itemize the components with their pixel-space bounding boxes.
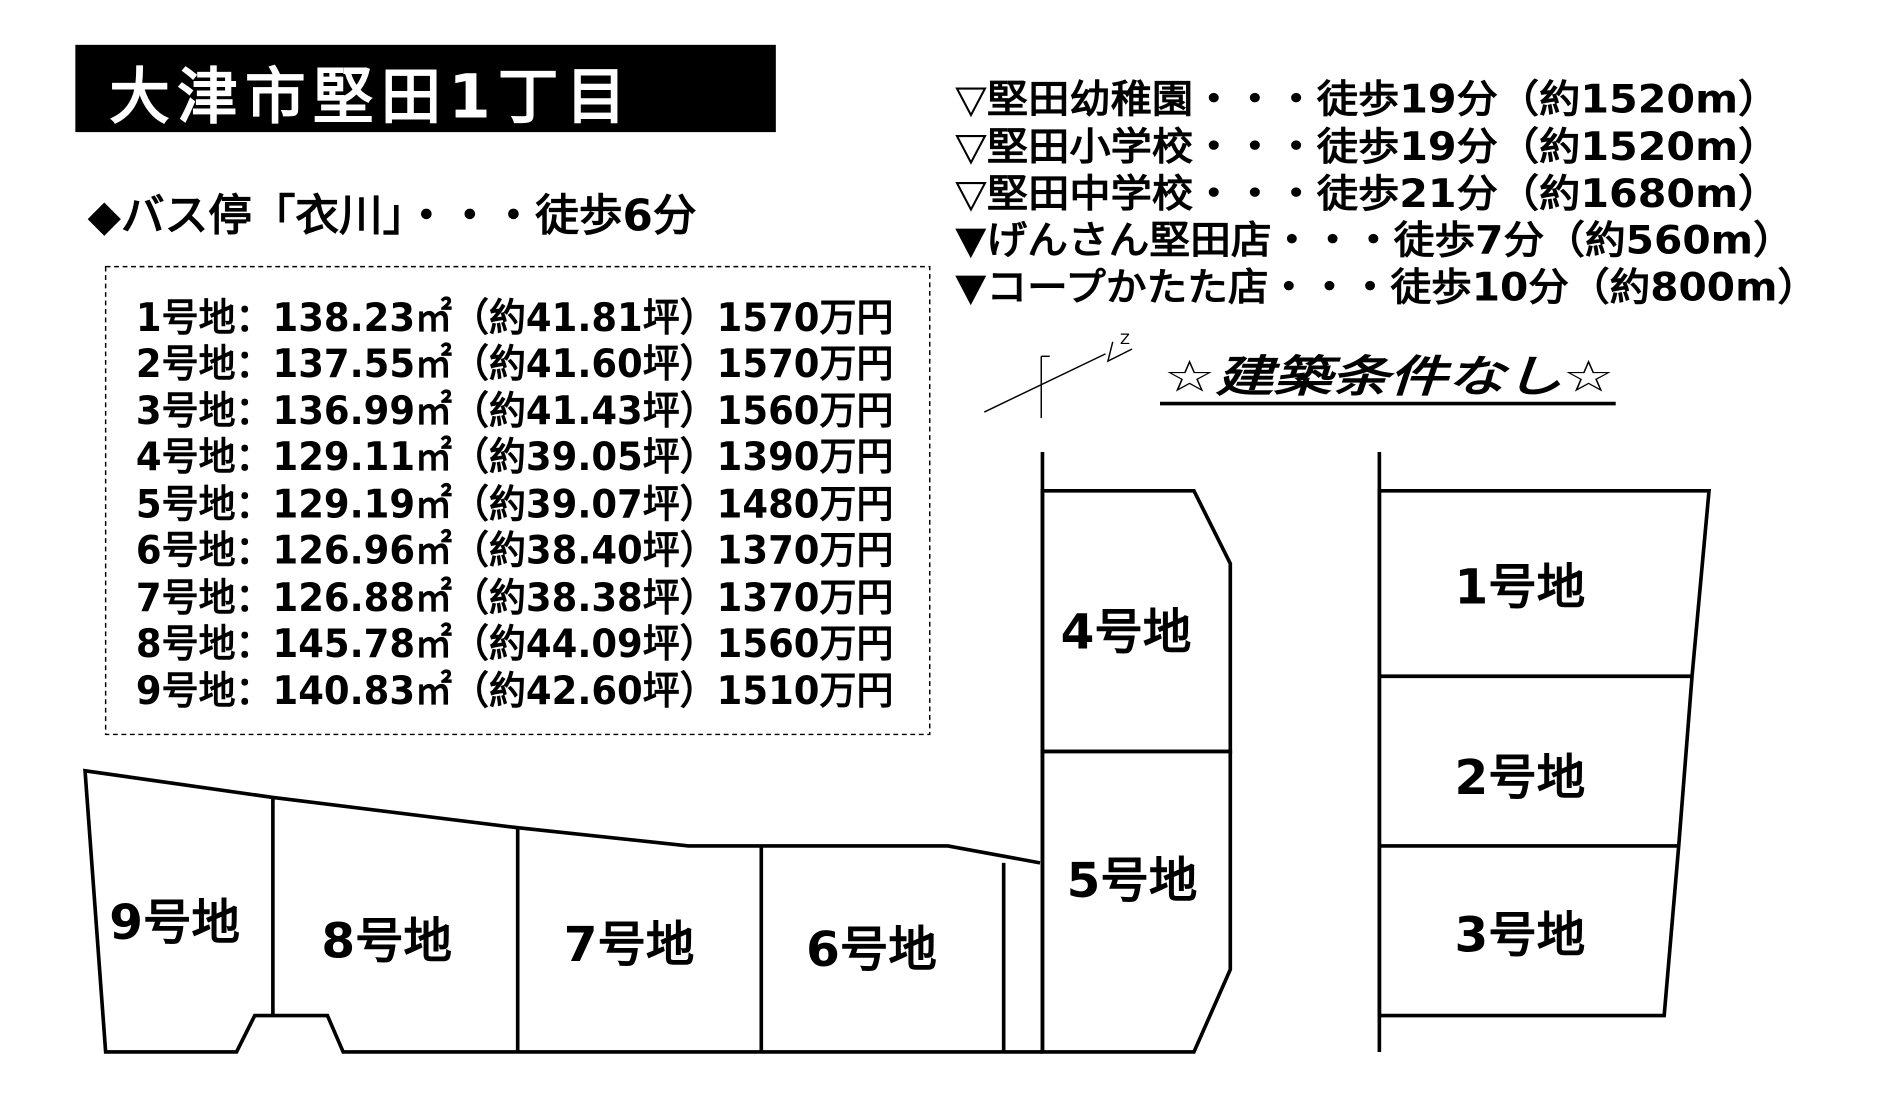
facility-item: ▼げんさん堅田店・・・徒歩7分（約560m） — [955, 218, 1794, 263]
lot-9-label: 9号地 — [109, 895, 240, 951]
facility-item: ▽堅田中学校・・・徒歩21分（約1680m） — [955, 172, 1779, 217]
lot-row: 6号地：126.96㎡（約38.40坪）1370万円 — [136, 529, 893, 574]
lot-4-boundary — [1040, 489, 1233, 754]
lot-row: 5号地：129.19㎡（約39.07坪）1480万円 — [136, 482, 893, 527]
page-title: 大津市堅田1丁目 — [109, 63, 633, 133]
facility-item: ▽堅田小学校・・・徒歩19分（約1520m） — [955, 125, 1779, 170]
site-plan: 4号地 5号地 1号地 2号地 3号地 6号地 7号地 8号地 9号地 — [83, 452, 1712, 1054]
lot-5-boundary — [1040, 749, 1233, 1054]
lot-3-label: 3号地 — [1455, 907, 1586, 963]
lot-7-label: 7号地 — [564, 917, 695, 973]
lot-5-label: 5号地 — [1067, 853, 1198, 909]
north-label: Z — [1120, 332, 1130, 348]
lot-8-label: 8号地 — [321, 913, 452, 969]
lot-row: 8号地：145.78㎡（約44.09坪）1560万円 — [136, 622, 893, 667]
lot-2-label: 2号地 — [1455, 750, 1586, 806]
lot-row: 1号地：138.23㎡（約41.81坪）1570万円 — [136, 296, 893, 341]
facility-item: ▼コープかたた店・・・徒歩10分（約800m） — [955, 266, 1818, 311]
lots-6-9-boundary — [83, 768, 1043, 1054]
no-building-condition: ☆建築条件なし☆ — [1164, 352, 1615, 402]
facility-item: ▽堅田幼稚園・・・徒歩19分（約1520m） — [955, 78, 1779, 123]
lot-row: 7号地：126.88㎡（約38.38坪）1370万円 — [136, 576, 893, 621]
title-banner — [75, 44, 776, 133]
nearby-facilities: ▽堅田幼稚園・・・徒歩19分（約1520m） ▽堅田小学校・・・徒歩19分（約1… — [955, 78, 1818, 311]
lot-6-label: 6号地 — [806, 922, 937, 978]
lot-4-label: 4号地 — [1061, 604, 1192, 660]
lot-row: 9号地：140.83㎡（約42.60坪）1510万円 — [136, 669, 893, 714]
north-arrow-icon: Z — [983, 332, 1133, 419]
lot-table: 1号地：138.23㎡（約41.81坪）1570万円 2号地：137.55㎡（約… — [136, 296, 893, 714]
lot-row: 3号地：136.99㎡（約41.43坪）1560万円 — [136, 389, 893, 434]
lot-row: 2号地：137.55㎡（約41.60坪）1570万円 — [136, 342, 893, 387]
bus-stop-info: ◆バス停「衣川」・・・徒歩6分 — [87, 191, 696, 241]
lot-row: 4号地：129.11㎡（約39.05坪）1390万円 — [136, 435, 893, 480]
lot-1-label: 1号地 — [1455, 560, 1586, 616]
